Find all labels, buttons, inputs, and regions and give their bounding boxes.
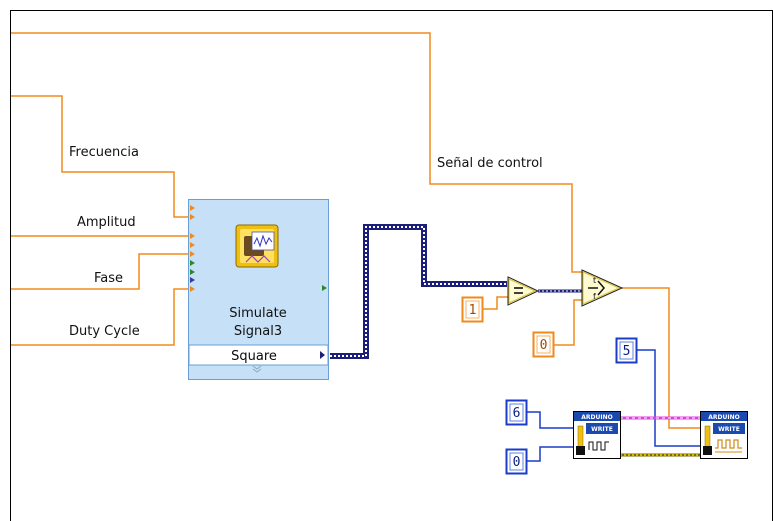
wire-frecuencia[interactable] bbox=[11, 95, 189, 218]
label-senal-control: Señal de control bbox=[437, 156, 543, 171]
constant-zero-orange[interactable]: 0 bbox=[532, 331, 555, 358]
wire-const-zero[interactable] bbox=[553, 299, 582, 346]
arduino-digital-write-icon[interactable]: ARDUINO WRITE bbox=[700, 411, 748, 459]
equal-comparison-icon[interactable] bbox=[507, 276, 540, 306]
numeric-wires[interactable] bbox=[11, 32, 701, 429]
square-output-arrow[interactable] bbox=[320, 351, 325, 359]
svg-text:5: 5 bbox=[623, 344, 631, 359]
wire-fase[interactable] bbox=[11, 253, 189, 290]
integer-wires[interactable] bbox=[526, 349, 701, 462]
wire-const-one[interactable] bbox=[483, 296, 510, 310]
constant-five[interactable]: 5 bbox=[615, 337, 638, 364]
constant-zero-blue[interactable]: 0 bbox=[505, 448, 528, 475]
simulate-signal-inputs[interactable] bbox=[190, 205, 195, 292]
wire-const-five[interactable] bbox=[636, 349, 701, 447]
dynamic-wire[interactable] bbox=[330, 224, 507, 359]
simulate-signal-error-out[interactable] bbox=[322, 285, 327, 291]
square-output-label: Square bbox=[231, 349, 277, 364]
label-duty-cycle: Duty Cycle bbox=[69, 324, 140, 339]
constant-one[interactable]: 1 bbox=[461, 296, 484, 323]
svg-text:ARDUINO: ARDUINO bbox=[708, 414, 739, 421]
wire-const-six[interactable] bbox=[526, 411, 574, 429]
label-fase: Fase bbox=[94, 271, 123, 286]
wire-duty-cycle[interactable] bbox=[11, 288, 189, 346]
wire-senal-control[interactable] bbox=[11, 32, 582, 273]
constant-six[interactable]: 6 bbox=[505, 399, 528, 426]
simulate-signal-title-1: Simulate bbox=[229, 306, 286, 321]
label-frecuencia: Frecuencia bbox=[69, 145, 139, 160]
svg-text:0: 0 bbox=[513, 455, 521, 470]
simulate-signal-title-2: Signal3 bbox=[234, 324, 282, 339]
svg-text:6: 6 bbox=[513, 406, 521, 421]
svg-text:WRITE: WRITE bbox=[718, 426, 740, 433]
svg-text:WRITE: WRITE bbox=[591, 426, 613, 433]
wire-const-zero-blue[interactable] bbox=[526, 446, 574, 462]
square-output-row[interactable] bbox=[188, 344, 329, 366]
arduino-pwm-write-icon[interactable]: ARDUINO WRITE bbox=[573, 411, 621, 459]
diagram-frame bbox=[10, 10, 773, 521]
svg-text:0: 0 bbox=[540, 338, 548, 353]
svg-text:t: t bbox=[593, 276, 596, 285]
chevron-down-icon[interactable] bbox=[252, 365, 262, 373]
simulate-signal-icon bbox=[235, 224, 279, 268]
simulate-signal-node[interactable]: Simulate Signal3 Square bbox=[188, 199, 329, 380]
wire-select-output[interactable] bbox=[622, 287, 701, 429]
label-amplitud: Amplitud bbox=[77, 215, 136, 230]
svg-text:ARDUINO: ARDUINO bbox=[581, 414, 612, 421]
select-icon[interactable]: t f bbox=[581, 269, 624, 307]
svg-text:f: f bbox=[593, 292, 596, 301]
svg-text:1: 1 bbox=[469, 303, 477, 318]
